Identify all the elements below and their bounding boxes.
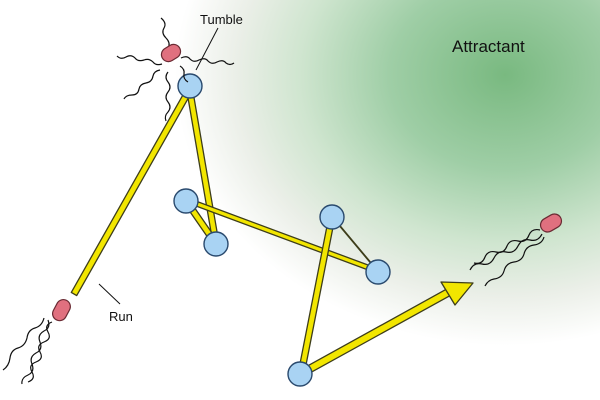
running-bacterium-start — [2, 298, 71, 385]
flagella-icon — [2, 317, 53, 385]
tumble-node-icon — [319, 204, 345, 230]
tumble-nodes — [173, 73, 391, 387]
tumbling-bacterium — [116, 17, 235, 122]
tumble-node-icon — [203, 231, 229, 257]
run-leader-line — [98, 283, 121, 305]
tumble-label: Tumble — [200, 12, 243, 27]
bacterium-icon — [51, 298, 71, 322]
arrowhead-icon — [440, 281, 474, 306]
run-label: Run — [109, 309, 133, 324]
tumble-node-icon — [365, 259, 391, 285]
tumble-node-icon — [287, 361, 313, 387]
tumble-node-icon — [173, 188, 199, 214]
bacterium-icon — [539, 213, 563, 233]
attractant-label: Attractant — [452, 37, 525, 56]
tumble-leader-line — [195, 27, 219, 71]
flagella-icon — [469, 228, 545, 287]
tumble-node-icon — [177, 73, 203, 99]
running-bacterium-end — [469, 213, 563, 287]
flagella-icon — [116, 17, 235, 122]
bacterium-icon — [160, 43, 182, 63]
